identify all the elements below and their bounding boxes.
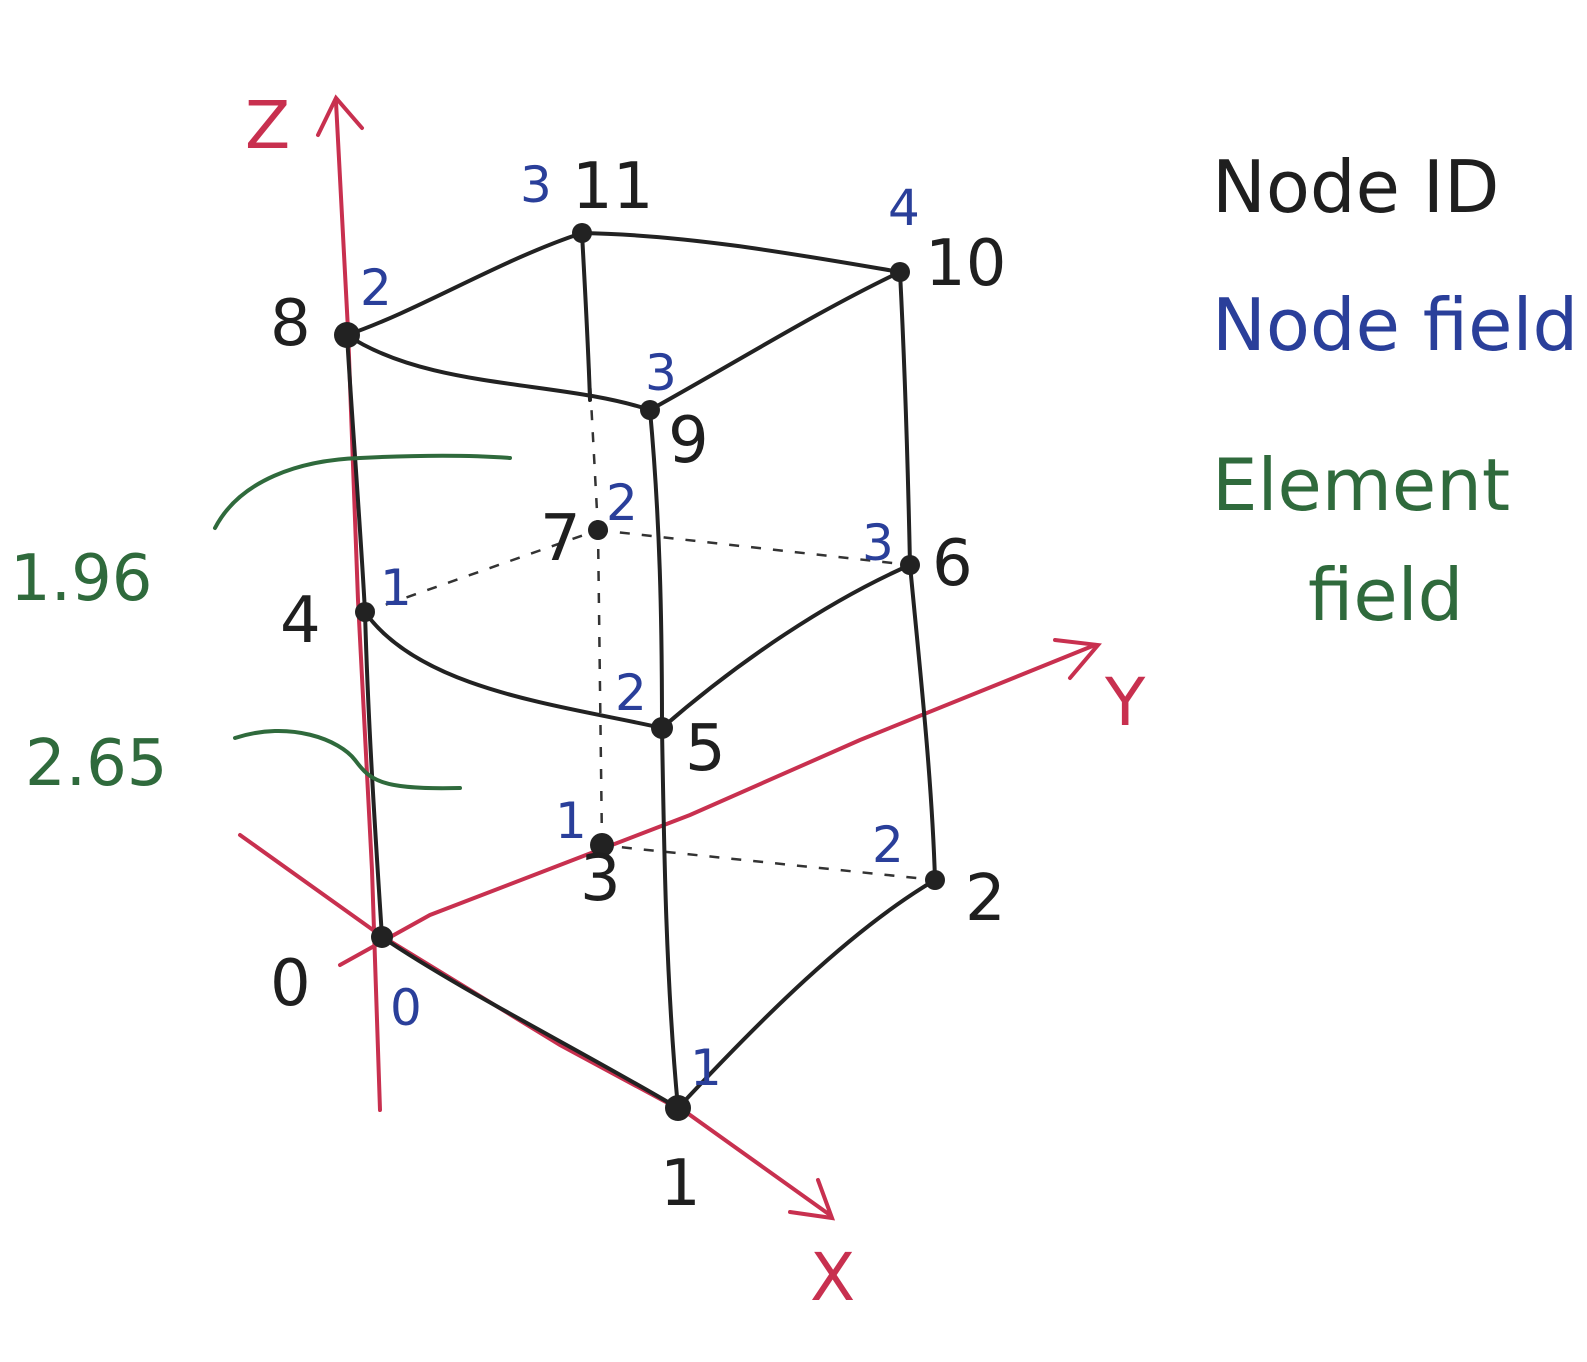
edge-10-6 bbox=[898, 270, 912, 567]
node-id-0: 0 bbox=[270, 947, 311, 1021]
edge-5-1 bbox=[660, 726, 680, 1110]
element-field-annotations: 2.65 1.96 bbox=[10, 453, 512, 801]
axis-labels: Z Y X bbox=[245, 87, 1146, 1316]
node-8 bbox=[334, 322, 360, 348]
edge-4-5 bbox=[363, 610, 664, 730]
node-id-4: 4 bbox=[280, 584, 321, 658]
legend: Node ID Node field Element field bbox=[1212, 145, 1578, 637]
node-id-5: 5 bbox=[685, 712, 726, 786]
node-1 bbox=[665, 1095, 691, 1121]
legend-node-field: Node field bbox=[1212, 283, 1578, 367]
legend-element-field-line1: Element bbox=[1212, 443, 1510, 527]
node-2 bbox=[925, 870, 945, 890]
node-field-7: 2 bbox=[606, 474, 638, 532]
y-axis-arrowhead bbox=[1053, 638, 1102, 680]
edge-4-7 bbox=[364, 528, 599, 614]
node-id-3: 3 bbox=[580, 842, 621, 916]
element-field-lower: 2.65 bbox=[25, 727, 168, 801]
edge-8-11 bbox=[345, 231, 584, 337]
edge-8-9 bbox=[345, 333, 652, 412]
node-field-11: 3 bbox=[520, 156, 552, 214]
x-axis-label: X bbox=[810, 1239, 855, 1316]
edge-11-10 bbox=[580, 231, 902, 274]
node-id-9: 9 bbox=[668, 404, 709, 478]
z-axis-arrowhead bbox=[316, 94, 364, 137]
z-axis-label: Z bbox=[245, 87, 290, 164]
x-axis bbox=[238, 833, 832, 1217]
node-9 bbox=[640, 400, 660, 420]
node-id-1: 1 bbox=[660, 1147, 701, 1221]
node-field-4: 1 bbox=[380, 559, 412, 617]
node-0 bbox=[371, 926, 393, 948]
node-field-2: 2 bbox=[872, 816, 904, 874]
node-id-6: 6 bbox=[932, 527, 973, 601]
node-6 bbox=[900, 555, 920, 575]
node-field-10: 4 bbox=[888, 179, 920, 237]
node-id-8: 8 bbox=[270, 287, 311, 361]
node-id-11: 11 bbox=[572, 150, 653, 224]
edge-4-8 bbox=[345, 333, 367, 614]
visible-edges bbox=[345, 231, 937, 1110]
node-field-6: 3 bbox=[862, 514, 894, 572]
edge-9-10 bbox=[648, 270, 902, 412]
edge-9-5 bbox=[648, 408, 664, 730]
edge-11-vertical bbox=[580, 231, 592, 402]
node-field-3: 1 bbox=[555, 792, 587, 850]
node-field-1: 1 bbox=[690, 1039, 722, 1097]
node-field-8: 2 bbox=[360, 259, 392, 317]
legend-node-id: Node ID bbox=[1212, 145, 1499, 229]
node-id-7: 7 bbox=[540, 502, 581, 576]
edge-6-2 bbox=[908, 563, 937, 882]
edge-7-6 bbox=[597, 528, 911, 567]
legend-element-field-line2: field bbox=[1308, 553, 1463, 637]
element-field-upper: 1.96 bbox=[10, 542, 153, 616]
y-axis bbox=[338, 643, 1097, 967]
edge-1-2 bbox=[676, 878, 937, 1110]
z-axis bbox=[334, 100, 382, 1112]
element-leader-lower bbox=[233, 729, 462, 791]
node-field-0: 0 bbox=[390, 979, 422, 1037]
hidden-edges bbox=[364, 232, 936, 882]
node-10 bbox=[890, 262, 910, 282]
element-leader-upper bbox=[213, 453, 512, 530]
nodes bbox=[334, 223, 945, 1121]
y-axis-label: Y bbox=[1104, 664, 1146, 741]
node-5 bbox=[651, 717, 673, 739]
node-field-labels: 0 1 2 1 1 2 3 2 2 3 4 3 bbox=[360, 156, 920, 1097]
node-3 bbox=[590, 833, 614, 857]
node-4 bbox=[355, 602, 375, 622]
node-field-5: 2 bbox=[615, 664, 647, 722]
axes bbox=[238, 94, 1102, 1221]
node-id-2: 2 bbox=[965, 862, 1006, 936]
node-id-10: 10 bbox=[925, 227, 1006, 301]
edge-5-6 bbox=[660, 563, 912, 730]
edge-0-1 bbox=[380, 935, 680, 1110]
node-11 bbox=[572, 223, 592, 243]
node-7 bbox=[588, 520, 608, 540]
x-axis-arrowhead bbox=[788, 1178, 836, 1221]
node-id-labels: 0 1 2 3 4 5 6 7 8 9 10 11 bbox=[270, 150, 1006, 1221]
edge-3-7 bbox=[596, 529, 604, 846]
node-field-9: 3 bbox=[645, 344, 677, 402]
